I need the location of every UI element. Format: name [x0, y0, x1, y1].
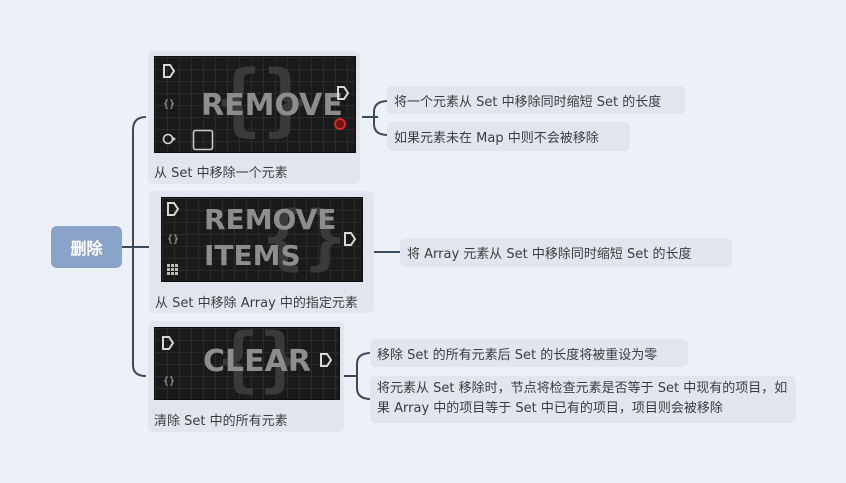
node-title: CLEAR [203, 347, 311, 377]
node-title-line2: ITEMS [204, 242, 301, 270]
checkbox-icon [192, 129, 214, 151]
input-pin-icon [162, 132, 178, 146]
node-title-line1: REMOVE [204, 206, 336, 234]
leaf-item[interactable]: 将 Array 元素从 Set 中移除同时缩短 Set 的长度 [400, 238, 732, 267]
exec-pin-icon [343, 231, 357, 247]
root-node[interactable]: 删除 [51, 226, 122, 268]
branch-3-leaf-spine [357, 353, 371, 399]
exec-pin-icon [319, 352, 333, 368]
struct-pin-icon: {} [167, 234, 179, 245]
root-label: 删除 [70, 235, 102, 259]
exec-pin-icon [162, 63, 176, 79]
remove-items-node-image: {} REMOVE ITEMS {} [161, 197, 363, 282]
node-title: REMOVE [201, 91, 343, 121]
exec-pin-icon [161, 335, 175, 351]
branch-caption: 从 Set 中移除 Array 中的指定元素 [155, 292, 358, 311]
exec-pin-icon [336, 85, 350, 101]
leaf-item[interactable]: 如果元素未在 Map 中则不会被移除 [387, 122, 630, 151]
clear-node-image: {} CLEAR {} [154, 327, 340, 400]
struct-pin-icon: {} [163, 376, 175, 387]
output-pin-icon [332, 117, 350, 131]
remove-node-image: {} REMOVE {} [154, 56, 356, 153]
grid-pin-icon [167, 264, 179, 276]
struct-pin-icon: {} [163, 99, 175, 110]
leaf-item[interactable]: 将一个元素从 Set 中移除同时缩短 Set 的长度 [387, 86, 685, 114]
branch-remove[interactable]: {} REMOVE {} 从 Set 中移除一个元素 [148, 51, 360, 184]
branch-remove-items[interactable]: {} REMOVE ITEMS {} 从 Set 中移除 Array 中的指定元… [149, 191, 374, 313]
leaf-item[interactable]: 将元素从 Set 移除时，节点将检查元素是否等于 Set 中现有的项目，如果 A… [370, 376, 796, 423]
branch-caption: 从 Set 中移除一个元素 [154, 162, 288, 181]
branch-caption: 清除 Set 中的所有元素 [154, 410, 288, 429]
leaf-item[interactable]: 移除 Set 的所有元素后 Set 的长度将被重设为零 [370, 339, 688, 367]
branch-clear[interactable]: {} CLEAR {} 清除 Set 中的所有元素 [148, 321, 344, 432]
exec-pin-icon [166, 201, 180, 217]
